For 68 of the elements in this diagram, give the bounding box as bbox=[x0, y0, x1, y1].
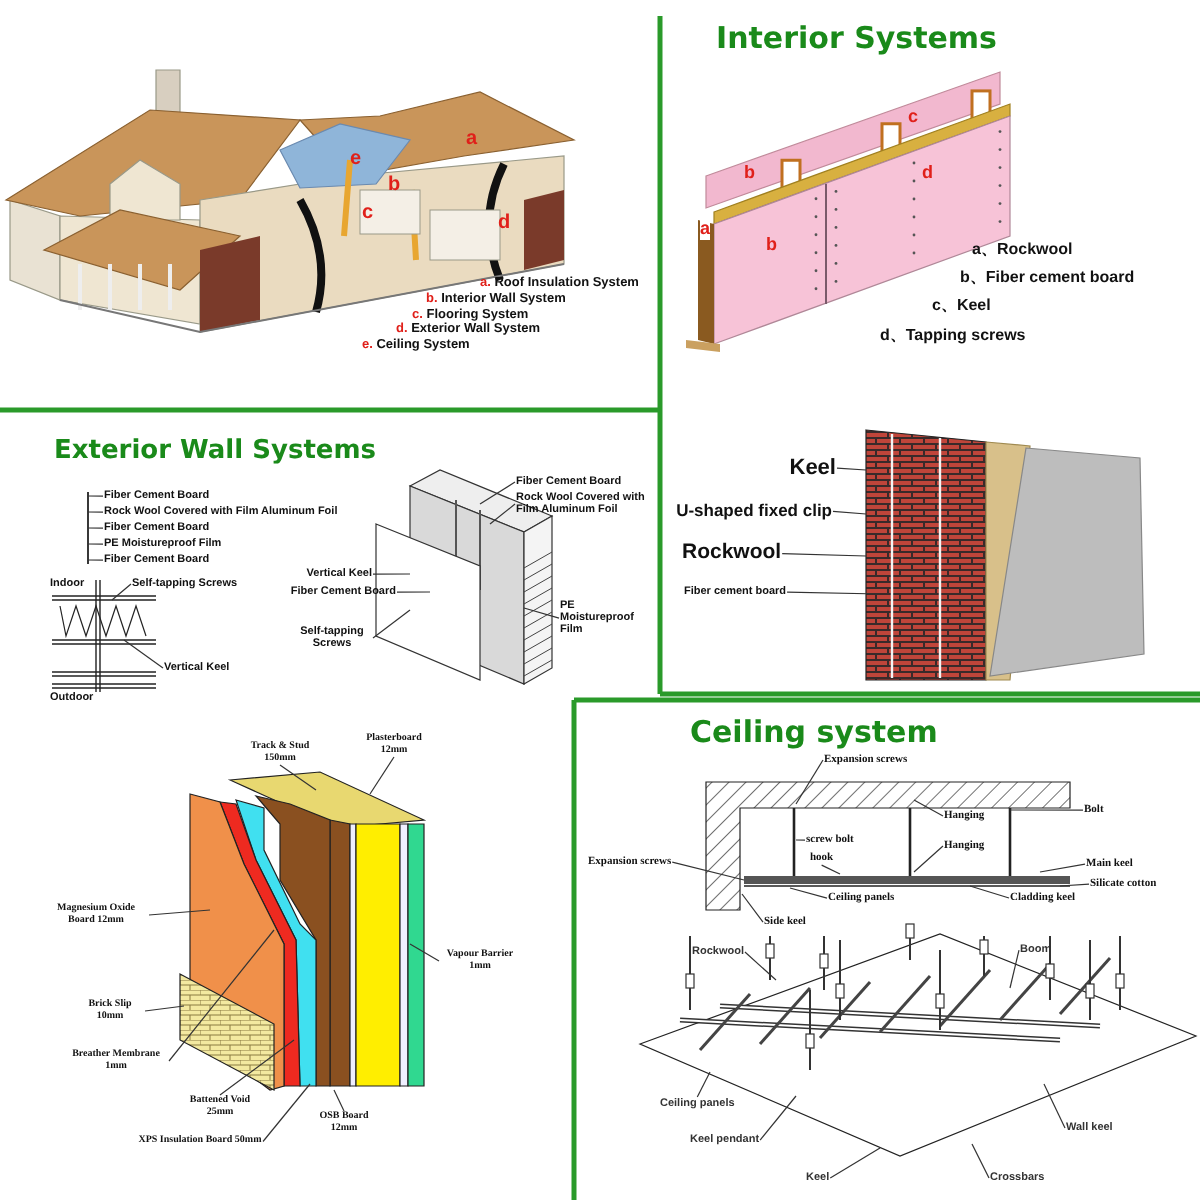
leader-line bbox=[696, 1071, 711, 1098]
brick-wall-drawing bbox=[865, 429, 1145, 681]
leader-line bbox=[87, 559, 104, 561]
leader-line bbox=[789, 887, 828, 899]
leader-line bbox=[123, 639, 164, 669]
leader-line bbox=[1009, 949, 1020, 989]
leader-line bbox=[795, 759, 824, 805]
leader-line bbox=[372, 573, 411, 575]
leader-line bbox=[111, 583, 132, 601]
leader-line bbox=[821, 864, 841, 875]
section-title: Interior Systems bbox=[716, 22, 997, 55]
list-item: d、Tapping screws bbox=[880, 328, 1026, 346]
leader-line bbox=[489, 503, 516, 525]
leader-line bbox=[671, 861, 745, 881]
ceiling-section-drawing bbox=[705, 781, 1071, 911]
callout-letter: d bbox=[922, 164, 933, 184]
leader-line bbox=[87, 495, 104, 497]
callout-letter: a bbox=[466, 128, 478, 150]
leader-line bbox=[781, 552, 867, 557]
callout-letter: b bbox=[744, 164, 755, 184]
leader-line bbox=[369, 756, 395, 795]
leader-line bbox=[1039, 863, 1086, 873]
leader-line bbox=[836, 467, 867, 471]
leader-line bbox=[786, 591, 881, 595]
leader-line bbox=[1059, 883, 1090, 887]
section-title: Exterior Wall Systems bbox=[54, 438, 377, 467]
list-item: b、Fiber cement board bbox=[960, 270, 1135, 288]
leader-line bbox=[262, 1083, 311, 1143]
leader-line bbox=[829, 1147, 881, 1179]
leader-line bbox=[795, 839, 806, 841]
leader-line bbox=[969, 885, 1010, 899]
leader-line bbox=[971, 1143, 990, 1179]
leader-line bbox=[333, 1089, 345, 1112]
leader-line bbox=[219, 1039, 295, 1096]
list-item: a、Rockwool bbox=[972, 242, 1073, 260]
callout-letter: b bbox=[388, 174, 401, 196]
callout-label: U-shaped fixed clip bbox=[676, 502, 832, 521]
callout-letter: b bbox=[766, 236, 777, 256]
leader-line bbox=[87, 543, 104, 545]
callout-letter: d bbox=[498, 212, 511, 234]
callout-label: Rockwool bbox=[682, 542, 782, 566]
leader-line bbox=[913, 845, 944, 873]
callout-letter: e bbox=[350, 148, 362, 170]
ceiling-grid-drawing bbox=[638, 923, 1198, 1157]
leader-line bbox=[759, 1095, 797, 1141]
leader-line bbox=[1043, 1083, 1066, 1129]
callout-letter: a bbox=[700, 220, 711, 240]
callout-letter: c bbox=[908, 108, 919, 128]
layered-wall-drawing bbox=[179, 771, 427, 1091]
leader-line bbox=[148, 909, 211, 916]
leader-line bbox=[523, 607, 560, 619]
leader-line bbox=[87, 511, 104, 513]
leader-line bbox=[479, 481, 516, 505]
leader-line bbox=[409, 943, 440, 962]
leader-line bbox=[396, 591, 431, 593]
leader-line bbox=[913, 799, 944, 817]
leader-line bbox=[144, 1005, 185, 1012]
callout-letter: c bbox=[362, 202, 374, 224]
leader-line bbox=[1009, 809, 1084, 811]
leader-line bbox=[832, 510, 867, 515]
leader-line bbox=[279, 764, 317, 791]
leader-line bbox=[87, 527, 104, 529]
list-item: c、Keel bbox=[932, 298, 991, 316]
leader-line bbox=[372, 609, 411, 639]
section-title: Ceiling system bbox=[690, 716, 938, 749]
leader-line bbox=[741, 893, 764, 923]
callout-label: Keel bbox=[789, 456, 836, 481]
leader-line bbox=[744, 951, 777, 981]
